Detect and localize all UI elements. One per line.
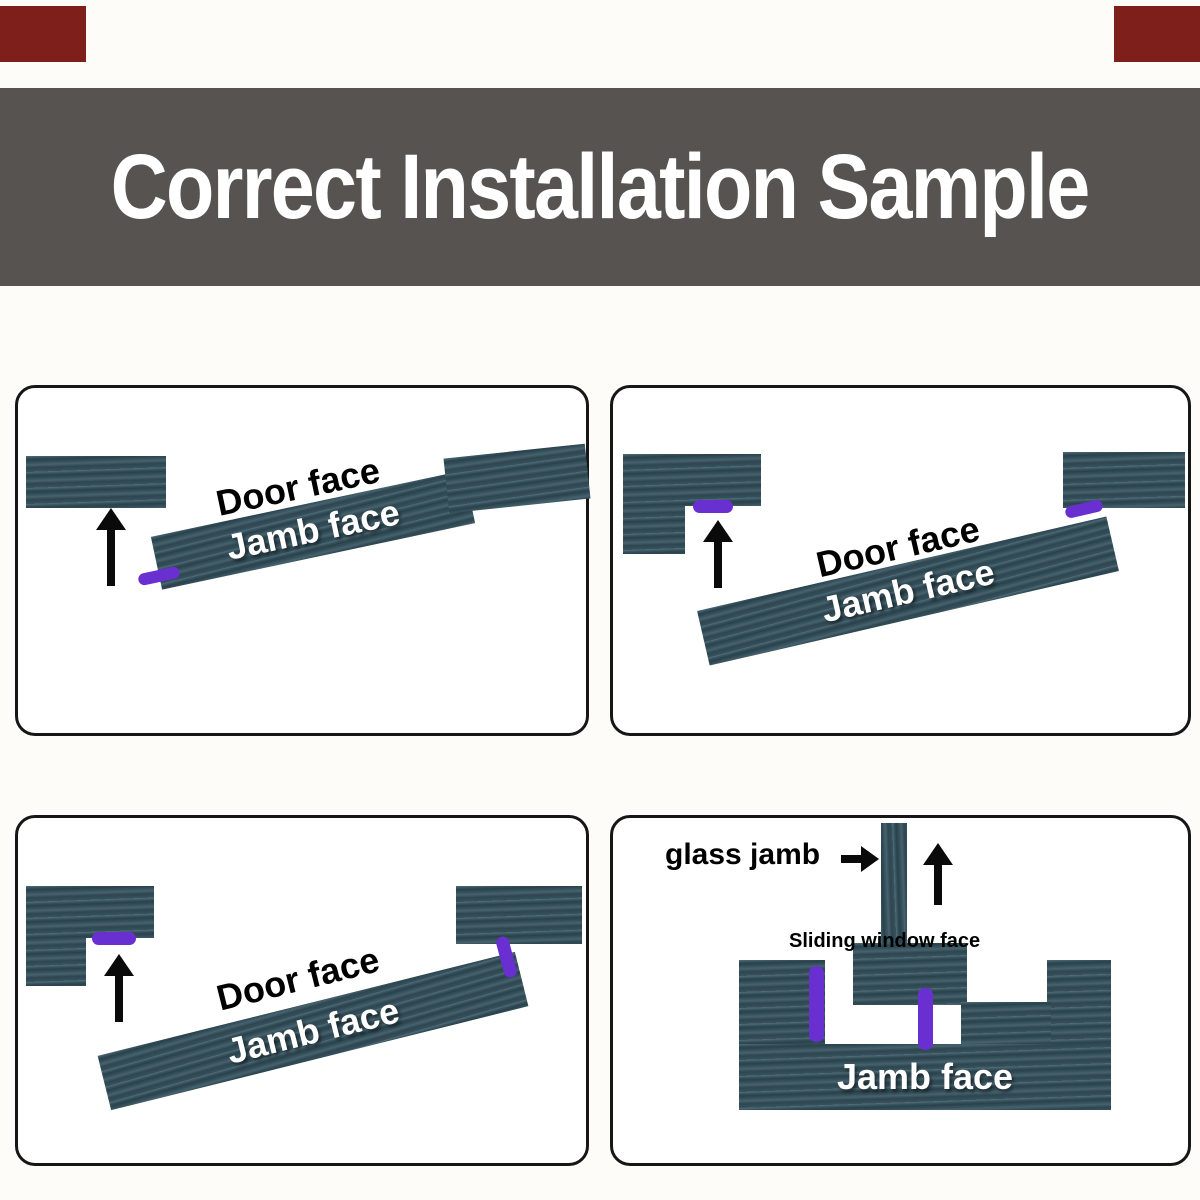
right-arrow-icon bbox=[841, 846, 879, 872]
arrow-shaft bbox=[115, 976, 123, 1022]
window-sash-block bbox=[853, 943, 967, 1005]
jamb-channel-arm bbox=[961, 1002, 1051, 1044]
panel-top-right: Jamb face Door face bbox=[610, 385, 1191, 736]
arrow-head bbox=[703, 520, 733, 542]
up-arrow-icon bbox=[104, 954, 134, 1022]
top-right-accent-bar bbox=[1114, 6, 1200, 62]
up-arrow-icon bbox=[923, 843, 953, 905]
frame-block bbox=[26, 886, 86, 986]
panel-bottom-right: Jamb face glass jamb Sliding window face bbox=[610, 815, 1191, 1166]
arrow-shaft bbox=[934, 865, 942, 905]
arrow-shaft bbox=[841, 855, 861, 863]
glass-jamb-label: glass jamb bbox=[665, 838, 821, 871]
arrow-head bbox=[923, 843, 953, 865]
frame-block bbox=[26, 456, 166, 508]
seal-strip bbox=[92, 932, 136, 945]
arrow-head bbox=[96, 508, 126, 530]
jamb-channel-base: Jamb face bbox=[739, 1044, 1111, 1110]
jamb-face-label: Jamb face bbox=[836, 1056, 1014, 1097]
frame-block bbox=[443, 443, 591, 514]
arrow-head bbox=[861, 846, 879, 872]
up-arrow-icon bbox=[703, 520, 733, 588]
sliding-window-face-label: Sliding window face bbox=[789, 930, 981, 952]
frame-block bbox=[623, 454, 685, 554]
seal-strip bbox=[809, 966, 824, 1042]
panel-bottom-left: Jamb face Door face bbox=[15, 815, 589, 1166]
frame-block bbox=[456, 886, 582, 944]
top-left-accent-bar bbox=[0, 6, 86, 62]
jamb-channel-right bbox=[1047, 960, 1111, 1044]
banner-title: Correct Installation Sample bbox=[110, 135, 1091, 238]
arrow-shaft bbox=[107, 530, 115, 586]
frame-block bbox=[1063, 452, 1185, 508]
arrow-head bbox=[104, 954, 134, 976]
panel-top-left: Jamb face Door face bbox=[15, 385, 591, 736]
banner: Correct Installation Sample bbox=[0, 88, 1200, 286]
glass-jamb-bar bbox=[881, 823, 907, 963]
arrow-shaft bbox=[714, 542, 722, 588]
seal-strip bbox=[693, 500, 733, 513]
up-arrow-icon bbox=[96, 508, 126, 586]
seal-strip bbox=[918, 988, 933, 1050]
